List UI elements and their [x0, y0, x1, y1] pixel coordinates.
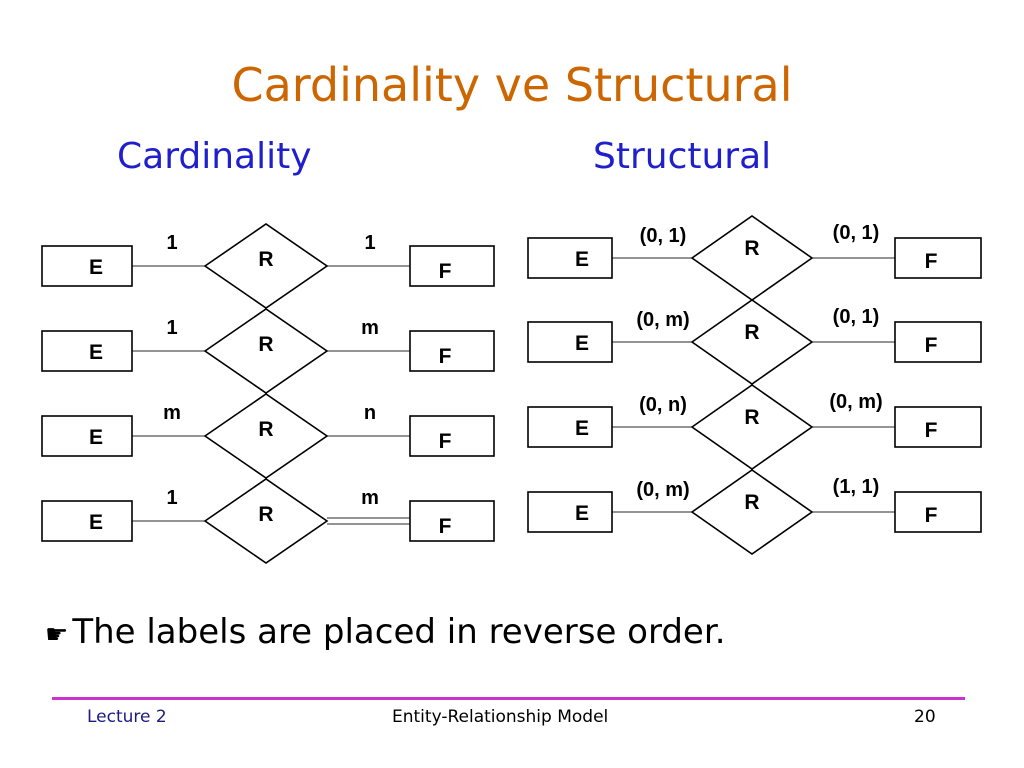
structural-row-3-relationship-label: R [744, 406, 759, 429]
cardinality-row-4-relationship-label: R [258, 503, 273, 526]
cardinality-row-1-entity-f-label: F [439, 260, 452, 283]
cardinality-row-1-entity-e-label: E [89, 256, 103, 279]
cardinality-row-3-relationship-label: R [258, 418, 273, 441]
subtitle-cardinality: Cardinality [117, 136, 312, 177]
structural-row-2-label-right: (0, 1) [833, 306, 880, 328]
cardinality-row-1-relationship-label: R [258, 248, 273, 271]
cardinality-row-2-label-left: 1 [166, 317, 177, 339]
note-text: The labels are placed in reverse order. [72, 612, 726, 652]
cardinality-row-1-label-right: 1 [364, 232, 375, 254]
structural-row-1-entity-f [894, 237, 982, 279]
cardinality-row-1-entity-f [409, 245, 495, 287]
structural-row-4-entity-f [894, 491, 982, 533]
subtitle-structural: Structural [593, 136, 772, 177]
cardinality-row-2-entity-f [409, 330, 495, 372]
cardinality-row-4-entity-f [409, 500, 495, 542]
structural-row-3-label-left: (0, n) [639, 394, 687, 416]
structural-row-3-label-right: (0, m) [829, 391, 882, 413]
cardinality-row-2-entity-e [41, 330, 133, 372]
structural-row-1-entity-f-label: F [925, 250, 938, 273]
structural-row-2-entity-e [527, 321, 613, 363]
cardinality-row-2-label-right: m [361, 317, 379, 339]
cardinality-row-3-entity-e [41, 415, 133, 457]
structural-row-2-entity-f-label: F [925, 334, 938, 357]
structural-row-3-entity-f-label: F [925, 419, 938, 442]
structural-row-2-entity-e-label: E [575, 332, 589, 355]
cardinality-row-3-entity-f [409, 415, 495, 457]
cardinality-row-1-relationship-r [203, 223, 329, 309]
structural-row-1-label-left: (0, 1) [640, 225, 687, 247]
structural-row-4-relationship-r [690, 469, 814, 555]
structural-row-3-entity-e [527, 406, 613, 448]
structural-row-1-entity-e-label: E [575, 248, 589, 271]
cardinality-row-4-entity-e [41, 500, 133, 542]
structural-row-2-relationship-label: R [744, 321, 759, 344]
structural-row-1-label-right: (0, 1) [833, 222, 880, 244]
structural-row-2-relationship-r [690, 299, 814, 385]
structural-row-1-relationship-r [690, 215, 814, 301]
cardinality-row-4-label-left: 1 [166, 487, 177, 509]
structural-row-2-entity-f [894, 321, 982, 363]
slide-title: Cardinality ve Structural [231, 58, 793, 112]
note-bullet: ☛The labels are placed in reverse order. [45, 612, 726, 652]
cardinality-row-2-relationship-label: R [258, 333, 273, 356]
structural-row-4-relationship-label: R [744, 491, 759, 514]
structural-row-4-label-right: (1, 1) [833, 476, 880, 498]
pointing-hand-icon: ☛ [45, 620, 69, 650]
cardinality-row-4-relationship-r [203, 478, 329, 564]
cardinality-row-4-entity-f-label: F [439, 515, 452, 538]
structural-row-3-relationship-r [690, 384, 814, 470]
cardinality-row-2-entity-e-label: E [89, 341, 103, 364]
structural-row-4-entity-e [527, 491, 613, 533]
cardinality-row-1-label-left: 1 [166, 232, 177, 254]
cardinality-row-2-relationship-r [203, 308, 329, 394]
cardinality-row-3-entity-f-label: F [439, 430, 452, 453]
structural-row-2-label-left: (0, m) [636, 309, 689, 331]
structural-row-1-entity-e [527, 237, 613, 279]
cardinality-row-4-entity-e-label: E [89, 511, 103, 534]
cardinality-row-4-label-right: m [361, 487, 379, 509]
cardinality-row-3-relationship-r [203, 393, 329, 479]
cardinality-row-1-entity-e [41, 245, 133, 287]
footer-divider [52, 697, 965, 700]
structural-row-4-entity-f-label: F [925, 504, 938, 527]
structural-row-3-entity-e-label: E [575, 417, 589, 440]
footer-topic: Entity-Relationship Model [392, 707, 609, 727]
structural-row-4-label-left: (0, m) [636, 479, 689, 501]
cardinality-row-2-entity-f-label: F [439, 345, 452, 368]
footer-lecture: Lecture 2 [87, 707, 167, 727]
cardinality-row-3-entity-e-label: E [89, 426, 103, 449]
footer-page-number: 20 [914, 707, 936, 727]
structural-row-1-relationship-label: R [744, 237, 759, 260]
cardinality-row-3-label-right: n [364, 402, 376, 424]
cardinality-row-3-label-left: m [163, 402, 181, 424]
structural-row-4-entity-e-label: E [575, 502, 589, 525]
structural-row-3-entity-f [894, 406, 982, 448]
